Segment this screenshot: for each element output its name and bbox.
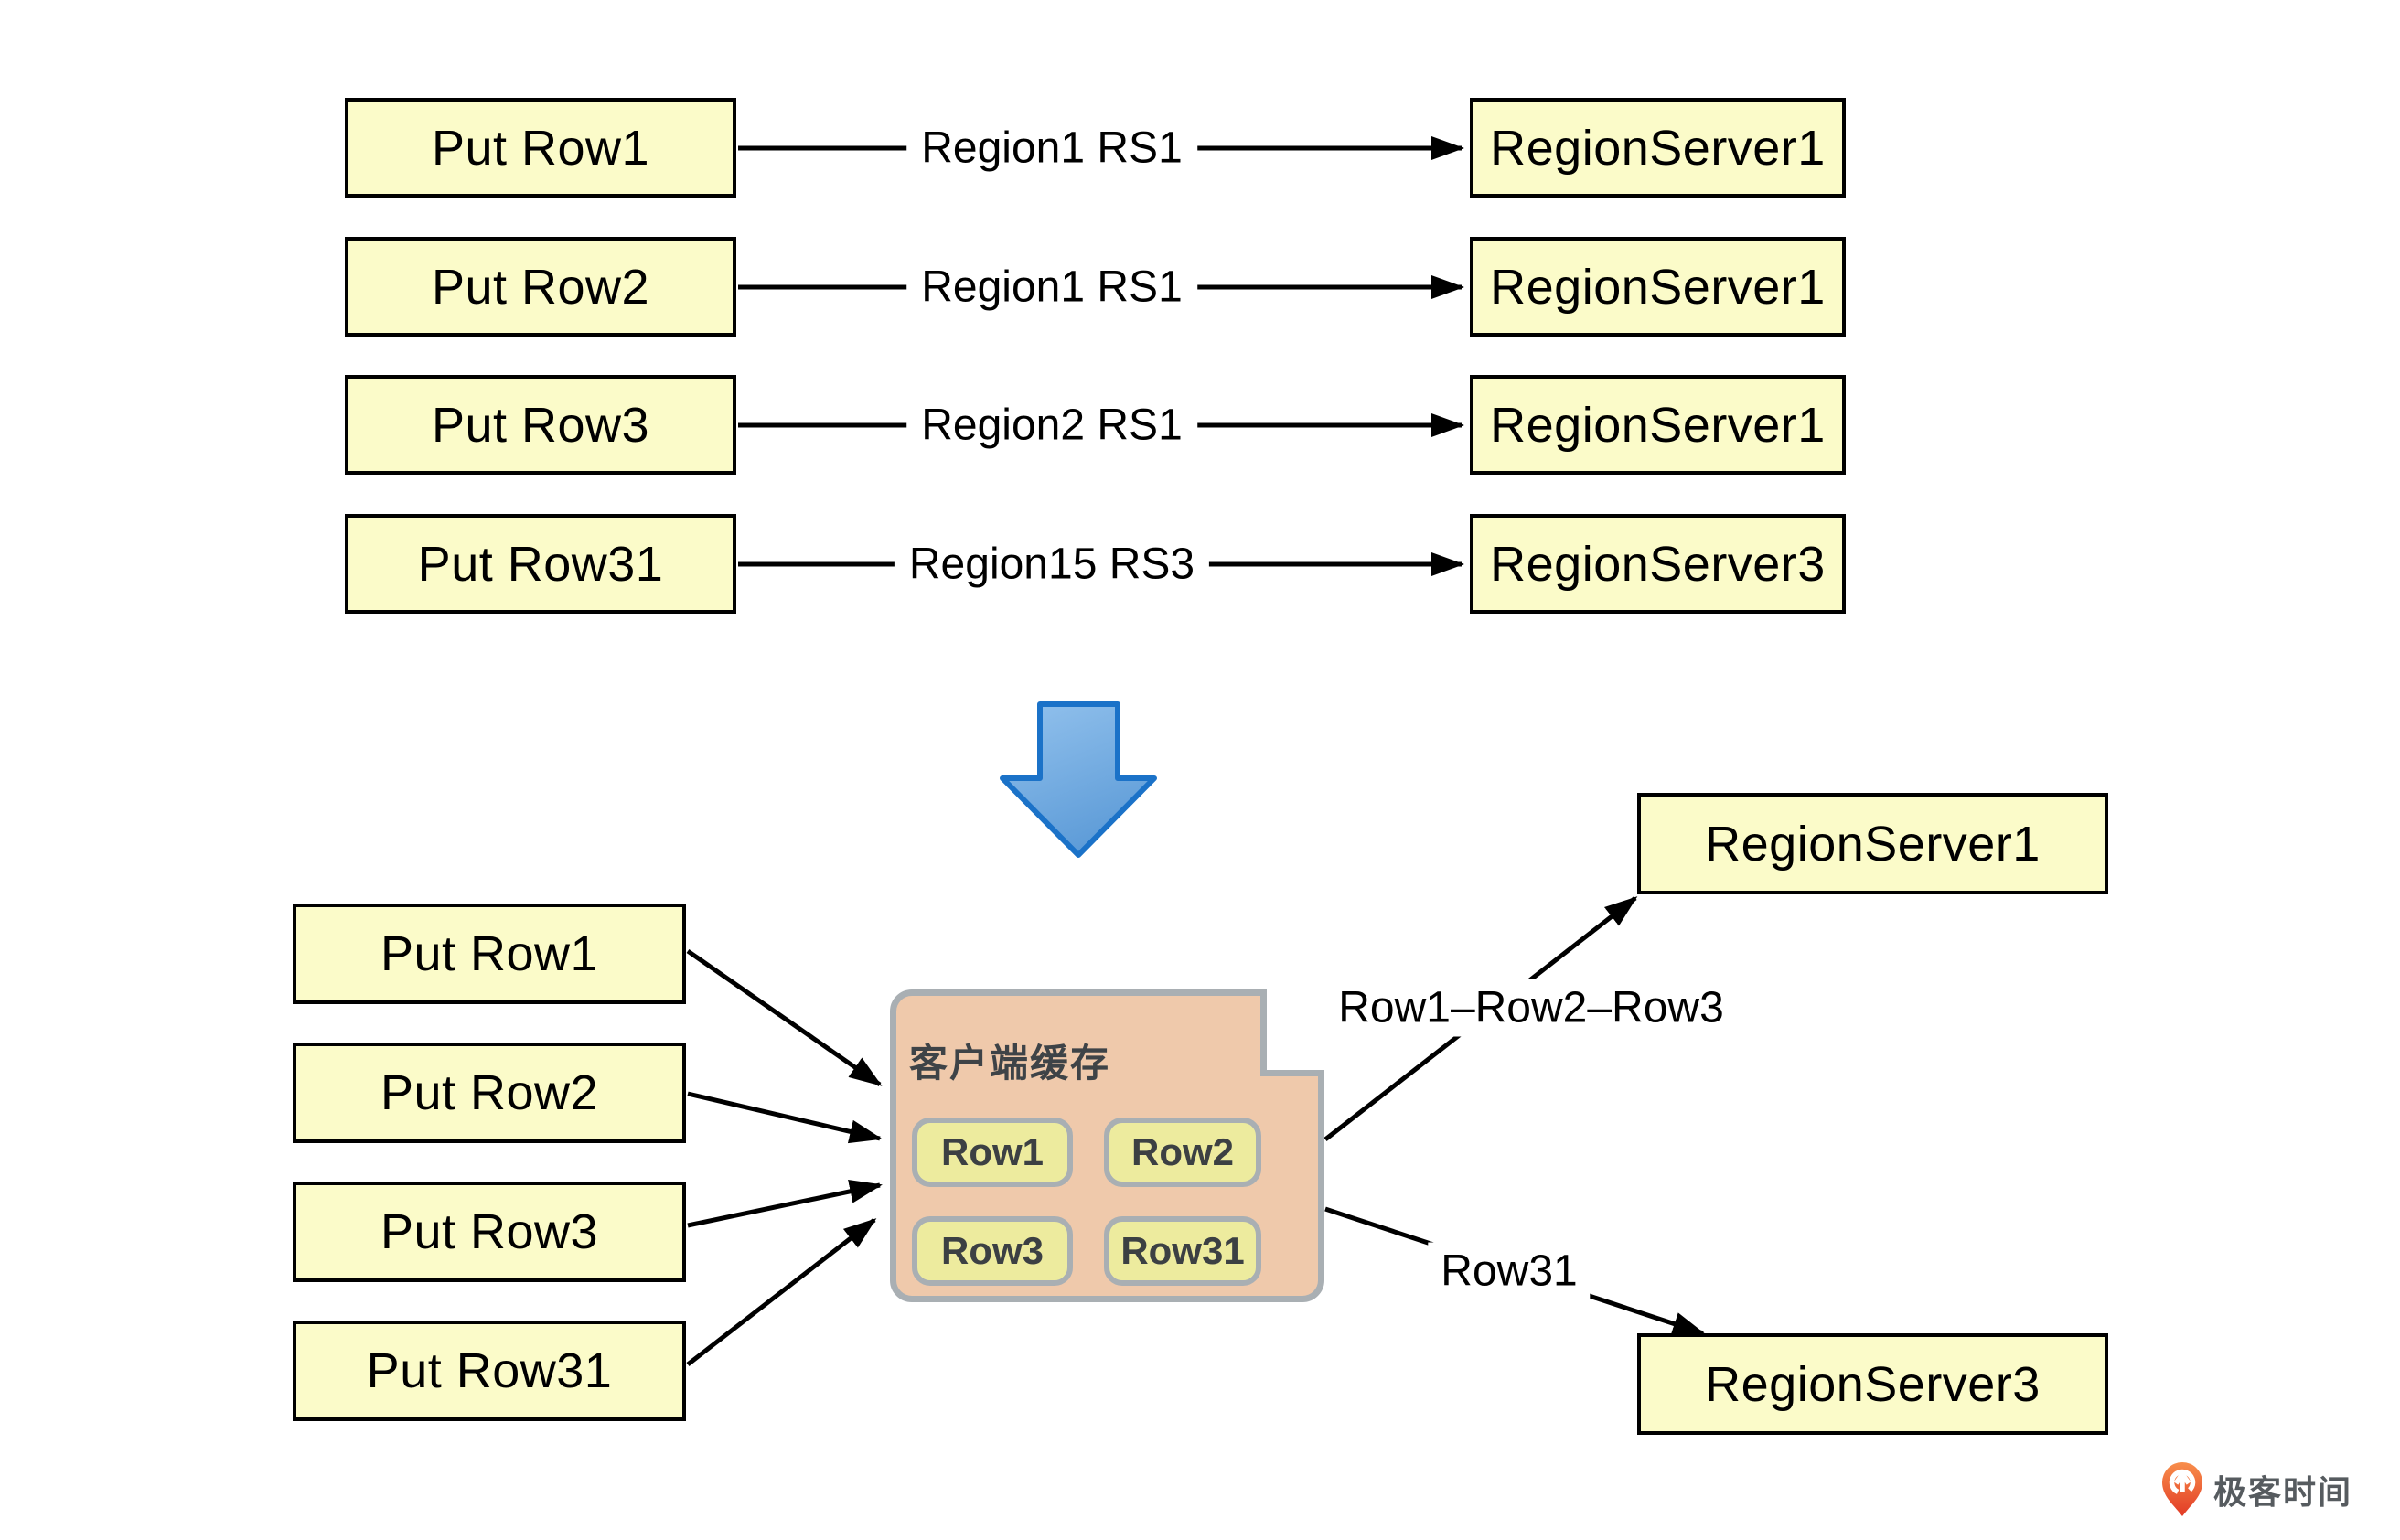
- bottom-put-row2-label: Put Row2: [380, 1065, 599, 1120]
- put-row31-box: Put Row31: [345, 514, 736, 614]
- regionserver-label-row2: RegionServer1: [1490, 259, 1826, 315]
- bottom-put-row3-box: Put Row3: [293, 1182, 686, 1282]
- geektime-logo-text: 极客时间: [2213, 1473, 2353, 1511]
- bottom-regionserver1-box: RegionServer1: [1637, 793, 2108, 894]
- geektime-logo: 极客时间: [2160, 1461, 2352, 1518]
- put-row3-box: Put Row3: [345, 375, 736, 475]
- regionserver-box-row4: RegionServer3: [1470, 514, 1846, 614]
- put-row3-label: Put Row3: [431, 397, 650, 453]
- regionserver-label-row3: RegionServer1: [1490, 397, 1826, 453]
- cache-title: 客户端缓存: [909, 1042, 1111, 1085]
- arrow-put3-cache: [687, 1180, 883, 1228]
- put-row1-box: Put Row1: [345, 98, 736, 198]
- cache-entry-row1: Row1: [912, 1118, 1073, 1187]
- bottom-put-row31-box: Put Row31: [293, 1321, 686, 1421]
- arrow-put2-cache: [687, 1091, 883, 1144]
- route-label-row31: Row31: [1428, 1242, 1591, 1300]
- arrow-put4-cache: [686, 1218, 877, 1366]
- big-down-arrow-icon: [1000, 701, 1157, 858]
- cache-entry-row1-label: Row1: [940, 1130, 1044, 1173]
- cache-entry-row31: Row31: [1104, 1216, 1261, 1286]
- cache-entry-row2: Row2: [1104, 1118, 1261, 1187]
- client-cache-box: 客户端缓存 Row1 Row2 Row3 Row31: [890, 989, 1324, 1302]
- arrow-put1-cache: [686, 948, 883, 1087]
- cache-entry-row3: Row3: [912, 1216, 1073, 1286]
- geektime-pin-icon: [2162, 1462, 2202, 1516]
- regionserver-box-row1: RegionServer1: [1470, 98, 1846, 198]
- put-row2-label: Put Row2: [431, 259, 650, 315]
- regionserver-box-row3: RegionServer1: [1470, 375, 1846, 475]
- bottom-regionserver1-label: RegionServer1: [1705, 816, 2041, 872]
- cache-entry-row2-label: Row2: [1130, 1130, 1234, 1173]
- region-label-row3: Region2 RS1: [906, 396, 1197, 455]
- region-label-row2: Region1 RS1: [906, 258, 1197, 316]
- regionserver-label-row4: RegionServer3: [1490, 536, 1826, 592]
- bottom-put-row1-label: Put Row1: [380, 926, 599, 981]
- put-row31-label: Put Row31: [417, 536, 664, 592]
- bottom-put-row2-box: Put Row2: [293, 1043, 686, 1143]
- regionserver-label-row1: RegionServer1: [1490, 120, 1826, 176]
- regionserver-box-row2: RegionServer1: [1470, 237, 1846, 337]
- bottom-regionserver3-label: RegionServer3: [1705, 1356, 2041, 1412]
- put-row2-box: Put Row2: [345, 237, 736, 337]
- region-label-row1: Region1 RS1: [906, 119, 1197, 177]
- bottom-put-row31-label: Put Row31: [366, 1343, 613, 1398]
- put-row1-label: Put Row1: [431, 120, 650, 176]
- region-label-row4: Region15 RS3: [894, 535, 1210, 594]
- bottom-put-row3-label: Put Row3: [380, 1204, 599, 1259]
- route-label-rows123: Row1–Row2–Row3: [1325, 979, 1737, 1037]
- cache-entry-row31-label: Row31: [1120, 1229, 1245, 1272]
- bottom-put-row1-box: Put Row1: [293, 904, 686, 1004]
- bottom-regionserver3-box: RegionServer3: [1637, 1333, 2108, 1435]
- cache-box-notch: [1260, 989, 1324, 1076]
- cache-entry-row3-label: Row3: [940, 1229, 1044, 1272]
